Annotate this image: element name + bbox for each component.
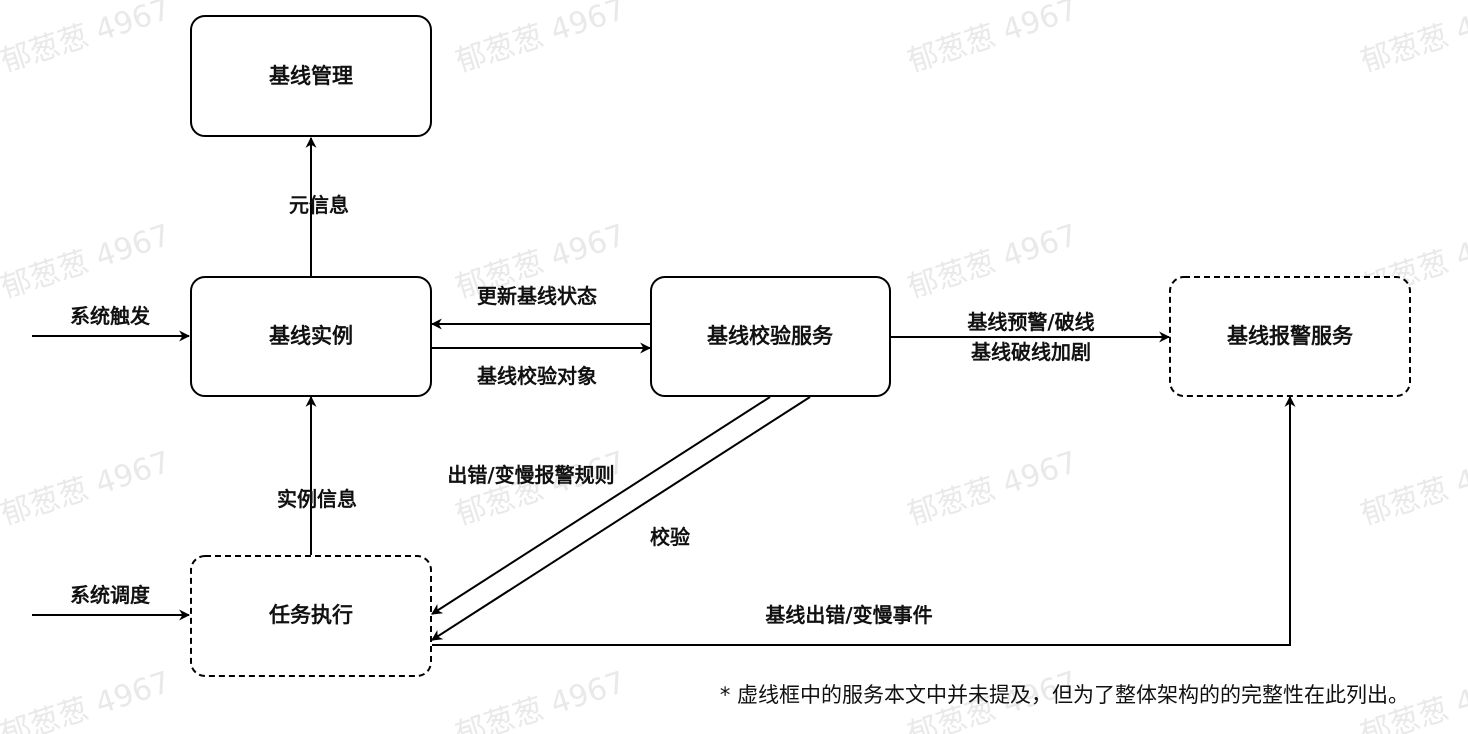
label-check-object: 基线校验对象	[477, 364, 597, 388]
label-warn-break-1: 基线预警/破线	[967, 310, 1094, 334]
label-system-schedule: 系统调度	[70, 583, 151, 607]
node-baseline-check: 基线校验服务	[650, 276, 891, 397]
watermark: 郁葱葱 4967	[1357, 0, 1468, 80]
label-system-trigger: 系统触发	[70, 304, 151, 328]
watermark: 郁葱葱 4967	[904, 218, 1082, 306]
label-meta-info: 元信息	[289, 193, 349, 217]
node-task-exec-label: 任务执行	[268, 603, 353, 627]
footnote: * 虚线框中的服务本文中并未提及，但为了整体架构的的完整性在此列出。	[720, 683, 1409, 707]
watermark: 郁葱葱 4967	[1357, 445, 1468, 533]
label-instance-info: 实例信息	[277, 487, 357, 511]
watermark: 郁葱葱 4967	[0, 445, 175, 533]
label-error-event: 基线出错/变慢事件	[765, 603, 932, 627]
node-baseline-instance-label: 基线实例	[269, 324, 353, 348]
label-check: 校验	[650, 525, 690, 549]
node-baseline-alarm-label: 基线报警服务	[1227, 324, 1354, 348]
watermark: 郁葱葱 4967	[0, 665, 175, 734]
edge-error-rule	[431, 396, 771, 615]
edge-labels: 元信息 系统触发 更新基线状态 基线校验对象 基线预警/破线 基线破线加剧 实例…	[70, 193, 1095, 627]
watermark: 郁葱葱 4967	[0, 0, 175, 80]
label-error-rule: 出错/变慢报警规则	[447, 463, 614, 487]
node-baseline-check-label: 基线校验服务	[707, 324, 834, 348]
watermark: 郁葱葱 4967	[904, 0, 1082, 80]
edges	[32, 136, 1296, 646]
edge-check	[431, 396, 811, 641]
label-update-state: 更新基线状态	[477, 284, 597, 308]
watermark: 郁葱葱 4967	[452, 0, 630, 80]
edge-error-event	[432, 395, 1296, 646]
node-baseline-mgmt-label: 基线管理	[269, 64, 353, 88]
node-baseline-instance: 基线实例	[190, 276, 432, 397]
label-warn-break-2: 基线破线加剧	[971, 340, 1091, 364]
watermark: 郁葱葱 4967	[452, 665, 630, 734]
node-baseline-mgmt: 基线管理	[190, 15, 432, 137]
node-task-exec: 任务执行	[190, 555, 432, 677]
watermark: 郁葱葱 4967	[452, 445, 630, 533]
node-baseline-alarm: 基线报警服务	[1169, 276, 1411, 397]
watermark: 郁葱葱 4967	[0, 218, 175, 306]
watermark: 郁葱葱 4967	[904, 445, 1082, 533]
